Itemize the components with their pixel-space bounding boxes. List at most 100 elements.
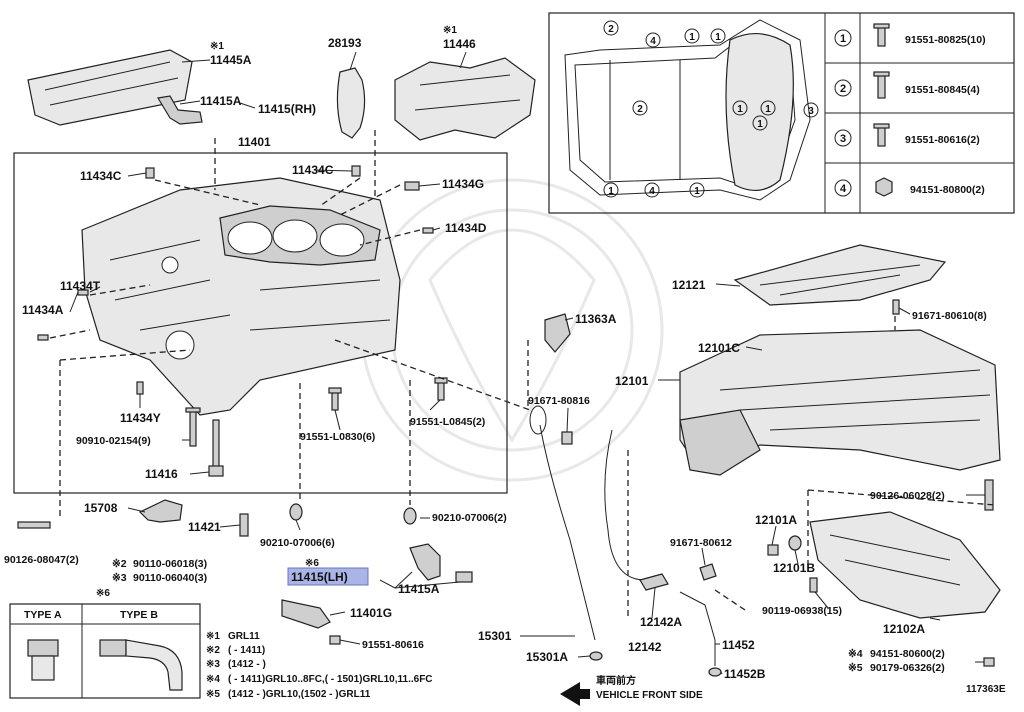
legend-part-1: 91551-80825(10) — [905, 34, 986, 46]
label-90179[interactable]: 90179-06326(2) — [870, 662, 945, 674]
note-1-text: GRL11 — [228, 631, 260, 642]
label-12101c[interactable]: 12101C — [698, 341, 740, 355]
svg-text:1: 1 — [608, 186, 614, 197]
bracket-91671-80612 — [699, 563, 717, 581]
label-12102a[interactable]: 12102A — [883, 622, 925, 636]
label-11401[interactable]: 11401 — [238, 135, 271, 149]
label-11421[interactable]: 11421 — [188, 520, 221, 534]
part-11421 — [239, 513, 249, 537]
label-90210-a[interactable]: 90210-07006(6) — [260, 537, 335, 549]
marker-x5-b: ※5 — [848, 662, 863, 674]
type-a-fitting — [27, 639, 59, 681]
part-15301a — [589, 651, 603, 661]
label-11452b[interactable]: 11452B — [724, 667, 766, 681]
label-28193[interactable]: 28193 — [328, 36, 362, 50]
label-11434g[interactable]: 11434G — [442, 177, 484, 191]
label-12142[interactable]: 12142 — [628, 640, 662, 654]
marker-x6: ※6 — [305, 558, 319, 569]
label-11434t[interactable]: 11434T — [60, 279, 101, 293]
note-3-mark: ※3 — [206, 659, 220, 670]
svg-text:1: 1 — [737, 104, 743, 115]
dipstick-handle — [529, 405, 547, 435]
label-12101b[interactable]: 12101B — [773, 561, 815, 575]
leader-lines — [69, 51, 985, 675]
bolt-91551-80616 — [329, 635, 341, 645]
engine-block-11401 — [81, 177, 401, 416]
note-1-mark: ※1 — [206, 631, 220, 642]
label-91671-80816[interactable]: 91671-80816 — [528, 395, 590, 407]
part-11452b — [708, 667, 722, 677]
watermark-emblem — [360, 178, 664, 482]
type-b-label: TYPE B — [120, 609, 158, 621]
note-4-mark: ※4 — [206, 674, 220, 685]
label-12101[interactable]: 12101 — [615, 374, 649, 388]
label-11434c-a[interactable]: 11434C — [80, 169, 122, 183]
label-11401g[interactable]: 11401G — [350, 606, 392, 620]
label-90110-1[interactable]: 90110-06018(3) — [133, 558, 207, 570]
label-94151-80600[interactable]: 94151-80600(2) — [870, 648, 945, 660]
label-90110-2[interactable]: 90110-06040(3) — [133, 572, 207, 584]
label-91551-l0845[interactable]: 91551-L0845(2) — [410, 416, 485, 428]
marker-x2: ※2 — [112, 558, 127, 570]
highlighted-part[interactable]: 11415(LH) — [287, 567, 369, 586]
part-labels: ※1 11445A 28193 ※1 11446 11415A 11415(RH… — [4, 25, 987, 681]
vehicle-front-arrow: 車両前方 VEHICLE FRONT SIDE — [560, 674, 703, 706]
label-11434a[interactable]: 11434A — [22, 303, 64, 317]
legend-row-4: 4 94151-80800(2) — [834, 177, 985, 197]
marker-x4-b: ※4 — [848, 648, 863, 660]
footnotes: ※1 GRL11 ※2 ( - 1411) ※3 (1412 - ) ※4 ( … — [206, 631, 433, 700]
label-15301[interactable]: 15301 — [478, 629, 512, 643]
legend-num-3: 3 — [840, 133, 846, 145]
part-12101-oil-pan — [679, 329, 1001, 476]
bolt-91671-80610 — [892, 299, 900, 315]
nut-90179 — [983, 657, 995, 667]
part-11452-tube — [679, 591, 716, 666]
label-11446[interactable]: 11446 — [443, 37, 476, 51]
label-11452[interactable]: 11452 — [722, 638, 755, 652]
label-11415-lh[interactable]: 11415(LH) — [291, 570, 348, 584]
marker-x3: ※3 — [112, 572, 127, 584]
label-90126-08047[interactable]: 90126-08047(2) — [4, 554, 79, 566]
legend-num-4: 4 — [840, 183, 847, 195]
svg-text:2: 2 — [608, 24, 614, 35]
label-91671-80610[interactable]: 91671-80610(8) — [912, 310, 987, 322]
label-91551-80616[interactable]: 91551-80616 — [362, 639, 424, 651]
svg-text:1: 1 — [694, 186, 700, 197]
part-11363a — [544, 313, 571, 353]
direction-en: VEHICLE FRONT SIDE — [596, 690, 703, 701]
label-11415a-top[interactable]: 11415A — [200, 94, 242, 108]
label-12121[interactable]: 12121 — [672, 278, 706, 292]
block-frame — [13, 152, 508, 494]
note-2-text: ( - 1411) — [228, 645, 265, 656]
part-15301-dipstick — [539, 424, 596, 641]
legend-part-3: 91551-80616(2) — [905, 134, 980, 146]
label-90210-b[interactable]: 90210-07006(2) — [432, 512, 507, 524]
label-11415a-bottom[interactable]: 11415A — [398, 582, 440, 596]
part-28193 — [336, 67, 366, 139]
part-11446 — [394, 57, 536, 141]
bolt-90119 — [809, 577, 818, 593]
label-12101a[interactable]: 12101A — [755, 513, 797, 527]
legend-row-1: 1 91551-80825(10) — [834, 23, 986, 47]
label-12142a[interactable]: 12142A — [640, 615, 682, 629]
label-11434c-b[interactable]: 11434C — [292, 163, 334, 177]
marker-x1-b: ※1 — [443, 25, 457, 36]
note-5-text: (1412 - )GRL10,(1502 - )GRL11 — [228, 689, 371, 700]
label-90910[interactable]: 90910-02154(9) — [76, 435, 151, 447]
label-11416[interactable]: 11416 — [145, 467, 178, 481]
label-11363a[interactable]: 11363A — [575, 312, 617, 326]
label-11434d[interactable]: 11434D — [445, 221, 487, 235]
label-91551-l0830[interactable]: 91551-L0830(6) — [300, 431, 375, 443]
label-11415-rh[interactable]: 11415(RH) — [258, 102, 316, 116]
label-91671-80612[interactable]: 91671-80612 — [670, 537, 732, 549]
label-90126-06028[interactable]: 90126-06028(2) — [870, 490, 945, 502]
bolts-l0830-l0845 — [328, 377, 448, 411]
label-11434y[interactable]: 11434Y — [120, 411, 161, 425]
label-90119[interactable]: 90119-06938(15) — [762, 605, 842, 617]
label-11445a[interactable]: 11445A — [210, 53, 252, 67]
svg-text:1: 1 — [689, 32, 695, 43]
label-15708[interactable]: 15708 — [84, 501, 118, 515]
label-15301a[interactable]: 15301A — [526, 650, 568, 664]
marker-x1-a: ※1 — [210, 41, 224, 52]
